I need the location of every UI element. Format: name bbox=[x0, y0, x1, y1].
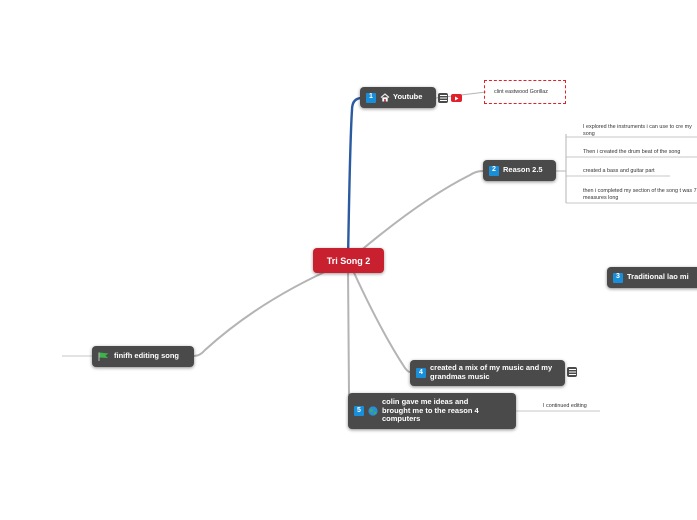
topic-colin[interactable]: 5 colin gave me ideas and brought me to … bbox=[348, 393, 516, 429]
number-badge: 4 bbox=[416, 368, 426, 378]
number-badge: 3 bbox=[613, 272, 623, 283]
youtube-icon[interactable] bbox=[451, 94, 462, 102]
home-icon bbox=[380, 93, 390, 102]
topic-reason[interactable]: 2 Reason 2.5 bbox=[483, 160, 556, 181]
link-reason bbox=[351, 170, 484, 259]
boundary-box bbox=[484, 80, 566, 104]
number-badge: 5 bbox=[354, 406, 364, 416]
topic-colin-label: colin gave me ideas and brought me to th… bbox=[382, 397, 479, 424]
note-icon[interactable] bbox=[438, 93, 448, 103]
globe-icon bbox=[368, 406, 378, 416]
link-colin bbox=[347, 267, 350, 396]
note-icon[interactable] bbox=[567, 367, 577, 377]
subtopic-explored-instruments[interactable]: I explored the instruments i can use to … bbox=[583, 124, 692, 137]
topic-mix[interactable]: 4 created a mix of my music and my grand… bbox=[410, 360, 565, 386]
topic-finish-label: finifh editing song bbox=[114, 351, 179, 361]
number-badge: 1 bbox=[366, 92, 376, 103]
central-topic[interactable]: Tri Song 2 bbox=[313, 248, 384, 273]
link-mix bbox=[349, 263, 411, 373]
subtopic-bass-guitar[interactable]: created a bass and guitar part bbox=[583, 168, 655, 174]
central-topic-label: Tri Song 2 bbox=[326, 255, 371, 266]
topic-finish[interactable]: finifh editing song bbox=[92, 346, 194, 367]
subtopic-completed-section[interactable]: then i completed my section of the song … bbox=[583, 188, 697, 201]
topic-traditional-label: Traditional lao mi bbox=[627, 272, 689, 282]
flag-icon bbox=[98, 352, 109, 361]
subtopic-clint-eastwood[interactable]: clint eastwood Gorillaz bbox=[494, 89, 548, 95]
link-finish bbox=[193, 265, 339, 357]
topic-youtube[interactable]: 1 Youtube bbox=[360, 87, 436, 108]
subtopic-continued-editing[interactable]: I continued editing bbox=[543, 403, 587, 409]
topic-traditional[interactable]: 3 Traditional lao mi bbox=[607, 267, 697, 288]
number-badge: 2 bbox=[489, 165, 499, 176]
subtopic-drum-beat[interactable]: Then i created the drum beat of the song bbox=[583, 149, 681, 155]
topic-mix-label: created a mix of my music and my grandma… bbox=[430, 363, 553, 381]
link-youtube bbox=[346, 96, 363, 262]
topic-youtube-label: Youtube bbox=[393, 92, 423, 102]
topic-reason-label: Reason 2.5 bbox=[503, 165, 543, 175]
